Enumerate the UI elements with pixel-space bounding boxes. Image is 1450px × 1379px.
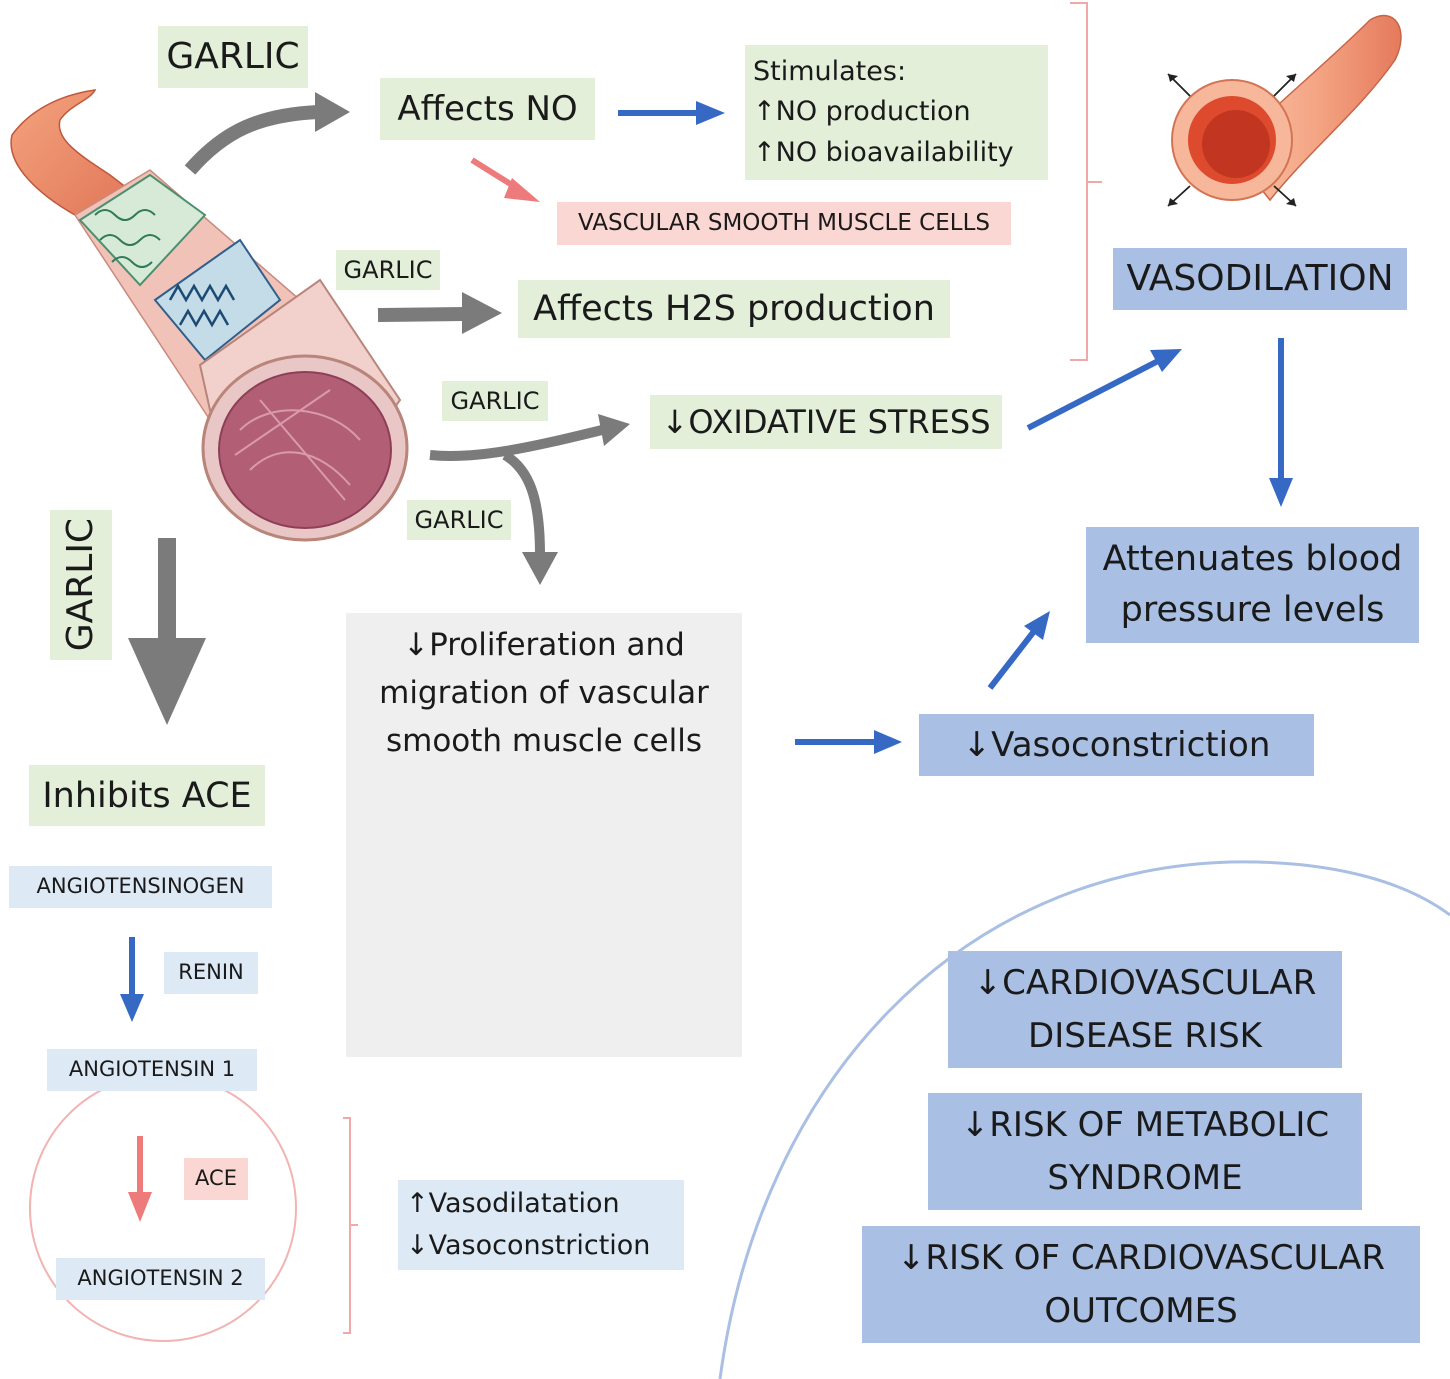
grey-arrow-to-inhibits-ace [128, 638, 206, 725]
vasodilation-box: VASODILATION [1113, 248, 1407, 310]
vasodilatation-text: ↑Vasodilatation [406, 1188, 620, 1220]
stimulates-box: Stimulates: ↑NO production ↑NO bioavaila… [745, 45, 1048, 180]
cvd-risk-line-1: ↓CARDIOVASCULAR [973, 962, 1317, 1003]
grey-arrow-to-oxidative [598, 414, 630, 446]
proliferation-line-3: smooth muscle cells [385, 723, 702, 760]
blue-arrow-to-attenuates [1269, 478, 1293, 507]
cv-outcomes-line-1: ↓RISK OF CARDIOVASCULAR [896, 1237, 1386, 1278]
grey-arrow-to-h2s [462, 292, 502, 334]
metabolic-risk-line-1: ↓RISK OF METABOLIC [960, 1104, 1330, 1145]
garlic-label-h2s: GARLIC [336, 250, 440, 290]
oxidative-stress-box: ↓OXIDATIVE STRESS [650, 395, 1002, 449]
attenuates-line-2: pressure levels [1120, 590, 1385, 630]
grey-arrow-to-affects-no [315, 92, 350, 132]
grey-arrows [128, 92, 630, 725]
inhibits-ace-box: Inhibits ACE [29, 765, 265, 826]
attenuates-bp-box: Attenuates blood pressure levels [1086, 527, 1419, 643]
metabolic-risk-box: ↓RISK OF METABOLIC SYNDROME [928, 1093, 1362, 1210]
attenuates-line-1: Attenuates blood [1102, 539, 1403, 580]
blue-arrow-to-vasoconstriction [874, 730, 902, 754]
blue-arrow-to-vasodilation [1150, 349, 1182, 372]
blue-arrow-to-attenuates-2 [1024, 611, 1050, 640]
dilated-vessel-illustration [1167, 14, 1402, 207]
vasoconstriction-box: ↓Vasoconstriction [919, 714, 1314, 776]
angiotensin1-box: ANGIOTENSIN 1 [47, 1049, 257, 1091]
garlic-label-ace: GARLIC [50, 510, 112, 660]
pink-arrow-to-angiotensin2 [128, 1192, 152, 1222]
blue-arrow-to-stimulates [696, 101, 725, 125]
vsmc-box: VASCULAR SMOOTH MUSCLE CELLS [557, 202, 1011, 245]
outcomes-arc [718, 860, 1450, 1379]
proliferation-panel: ↓Proliferation and migration of vascular… [346, 613, 742, 1057]
metabolic-risk-line-2: SYNDROME [1047, 1157, 1243, 1198]
no-h2s-bracket [1070, 2, 1102, 361]
garlic-label-oxidative: GARLIC [442, 381, 548, 421]
garlic-label-ace-text: GARLIC [60, 518, 102, 652]
ace-enzyme-box: ACE [184, 1158, 248, 1200]
no-bioavailability-text: ↑NO bioavailability [753, 136, 1014, 168]
stimulates-title: Stimulates: [753, 55, 907, 87]
no-production-text: ↑NO production [753, 96, 971, 128]
ace-effects-box: ↑Vasodilatation ↓Vasoconstriction [398, 1180, 684, 1270]
ace-circle [29, 1074, 297, 1342]
cvd-risk-box: ↓CARDIOVASCULAR DISEASE RISK [948, 951, 1342, 1068]
blue-arrow-to-angiotensin1 [120, 994, 144, 1022]
cv-outcomes-box: ↓RISK OF CARDIOVASCULAR OUTCOMES [862, 1226, 1420, 1343]
affects-no-box: Affects NO [380, 78, 595, 140]
proliferation-line-2: migration of vascular [379, 675, 709, 712]
cvd-risk-line-2: DISEASE RISK [1028, 1015, 1262, 1056]
garlic-label-proliferation: GARLIC [407, 500, 511, 540]
proliferation-line-1: ↓Proliferation and [403, 627, 685, 663]
angiotensin2-box: ANGIOTENSIN 2 [56, 1258, 265, 1300]
proliferation-text: ↓Proliferation and migration of vascular… [379, 621, 709, 765]
blue-arrows [120, 101, 1293, 1022]
grey-arrow-to-proliferation [522, 552, 558, 585]
h2s-box: Affects H2S production [518, 280, 950, 338]
renin-box: RENIN [164, 952, 258, 994]
garlic-label-no: GARLIC [158, 26, 308, 88]
cv-outcomes-line-2: OUTCOMES [1044, 1290, 1238, 1331]
ace-bracket [343, 1117, 358, 1334]
vasoconstriction-effect-text: ↓Vasoconstriction [406, 1230, 651, 1261]
pink-arrow-to-vsmc [504, 178, 540, 202]
artery-illustration [10, 89, 409, 542]
angiotensinogen-box: ANGIOTENSINOGEN [9, 866, 272, 908]
